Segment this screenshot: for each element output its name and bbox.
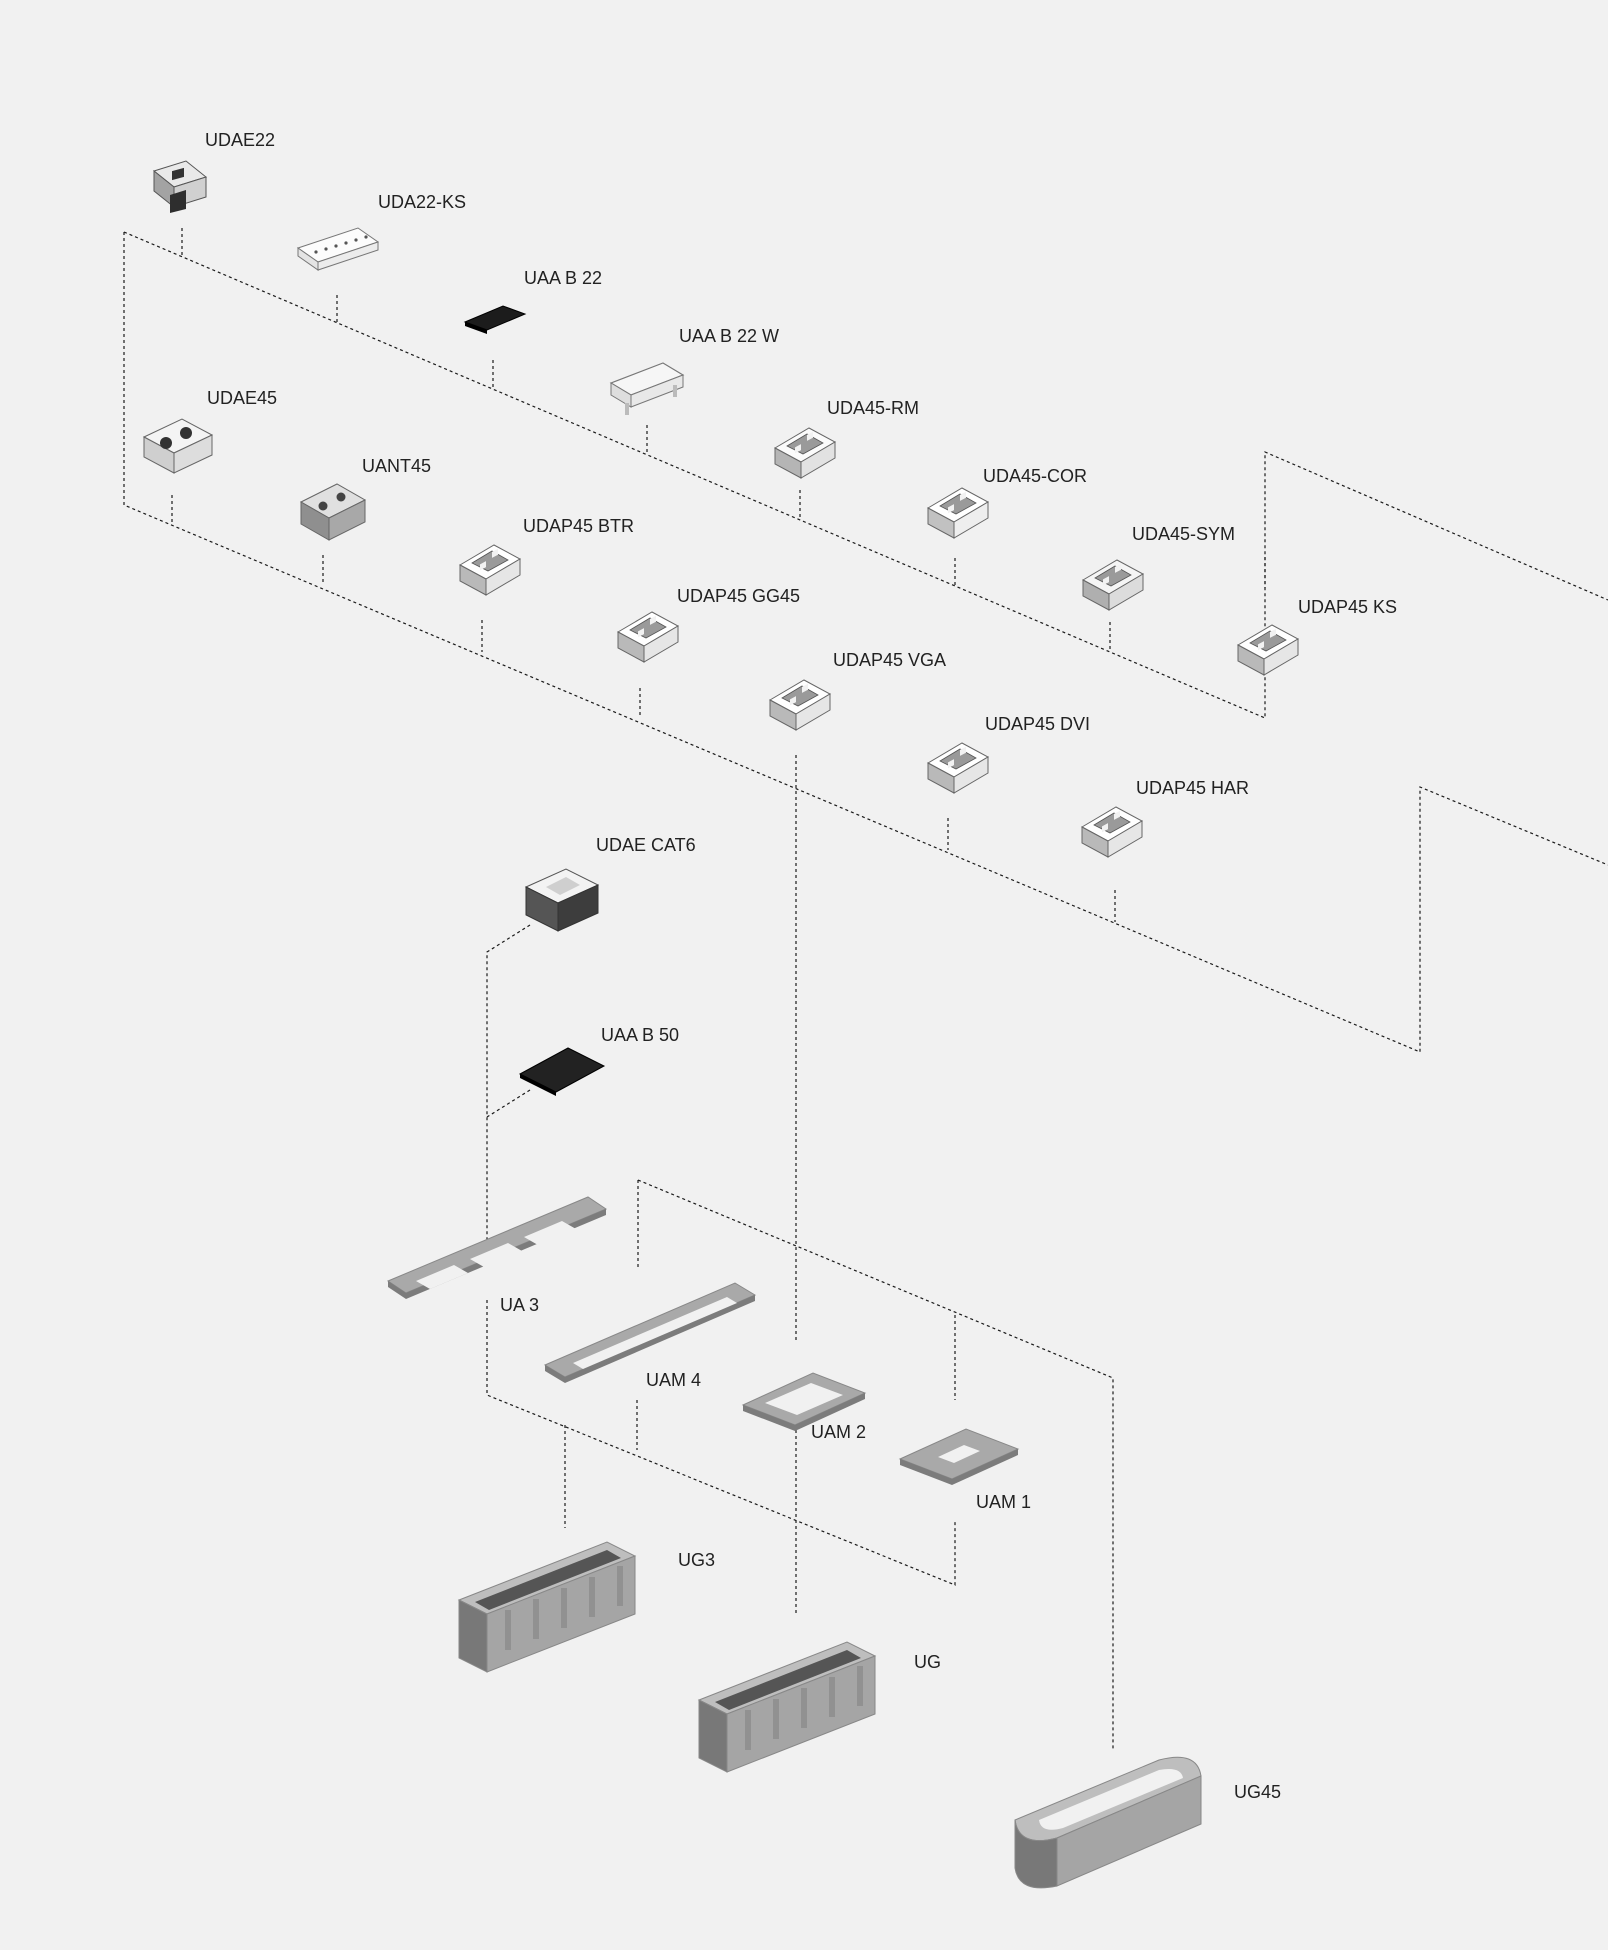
ug-icon <box>655 1570 915 1790</box>
udap45-har-label: UDAP45 HAR <box>1136 778 1249 798</box>
ug3-label: UG3 <box>678 1550 715 1570</box>
uam-1-part <box>828 1335 1088 1555</box>
uam-1-icon <box>828 1335 1088 1555</box>
udap45-har-part <box>982 717 1242 937</box>
udap45-har-icon <box>982 717 1242 937</box>
uam-1-label: UAM 1 <box>976 1492 1031 1512</box>
ug3-part <box>415 1470 675 1690</box>
ug-part <box>655 1570 915 1790</box>
uaa-b-50-label: UAA B 50 <box>601 1025 679 1045</box>
ug45-label: UG45 <box>1234 1782 1281 1802</box>
ug3-icon <box>415 1470 675 1690</box>
ug45-part <box>975 1680 1235 1900</box>
udap45-ks-label: UDAP45 KS <box>1298 597 1397 617</box>
udae-cat6-label: UDAE CAT6 <box>596 835 696 855</box>
ug45-icon <box>975 1680 1235 1900</box>
ug-label: UG <box>914 1652 941 1672</box>
